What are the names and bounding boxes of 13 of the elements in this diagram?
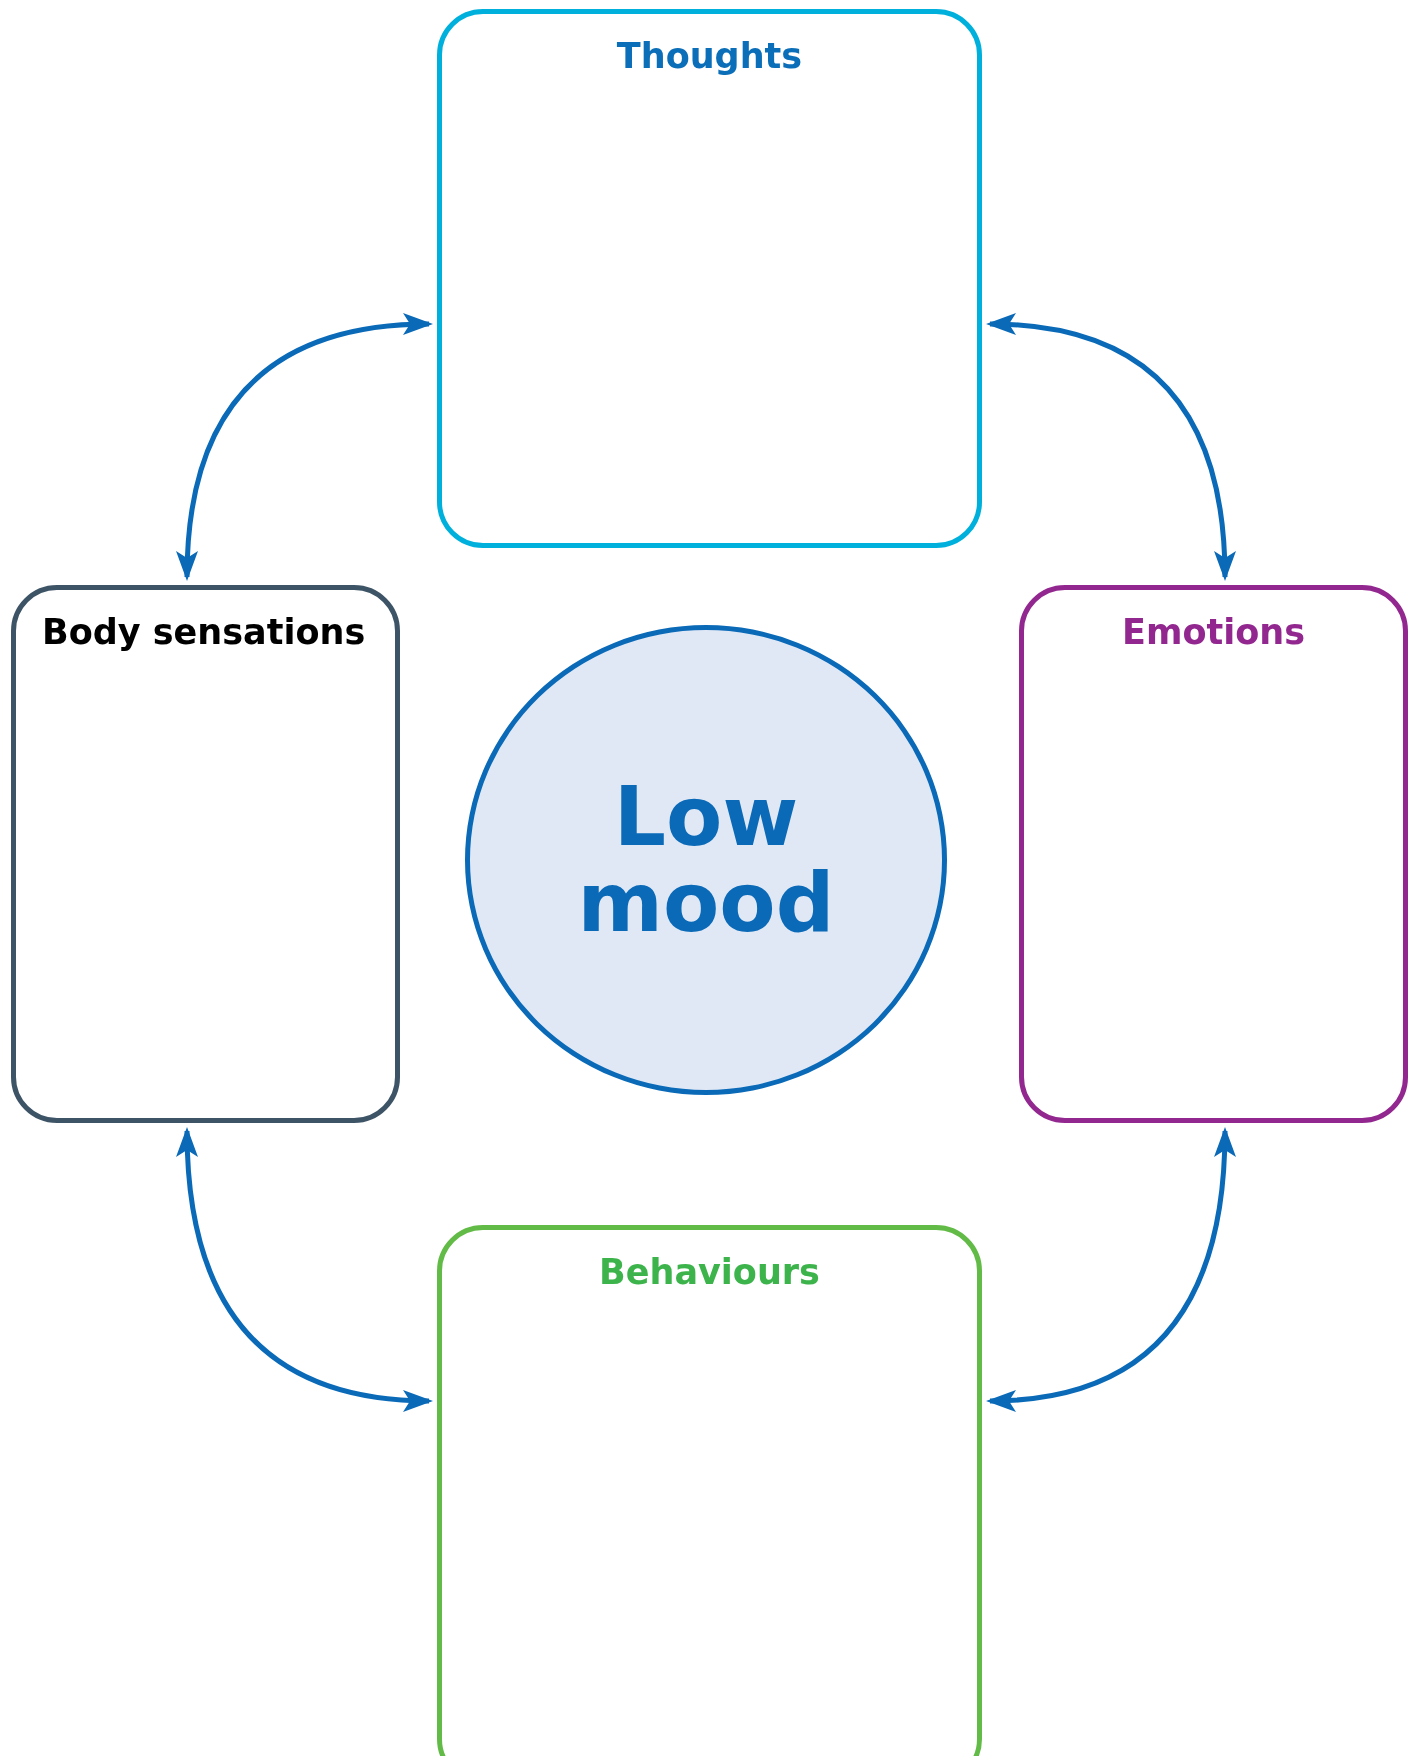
double-arrow (177, 314, 433, 581)
rounded-box (11, 585, 400, 1123)
double-arrow (177, 1127, 433, 1411)
rounded-box (1019, 585, 1408, 1123)
rounded-box (437, 9, 982, 548)
center-label: Low mood (576, 773, 836, 947)
box-title: Thoughts (616, 36, 803, 76)
box-title: Body sensations (42, 612, 366, 652)
rounded-box (437, 1225, 982, 1756)
double-arrow (986, 314, 1235, 581)
box-title: Emotions (1122, 612, 1305, 652)
double-arrow (986, 1127, 1235, 1411)
box-title: Behaviours (599, 1252, 820, 1292)
